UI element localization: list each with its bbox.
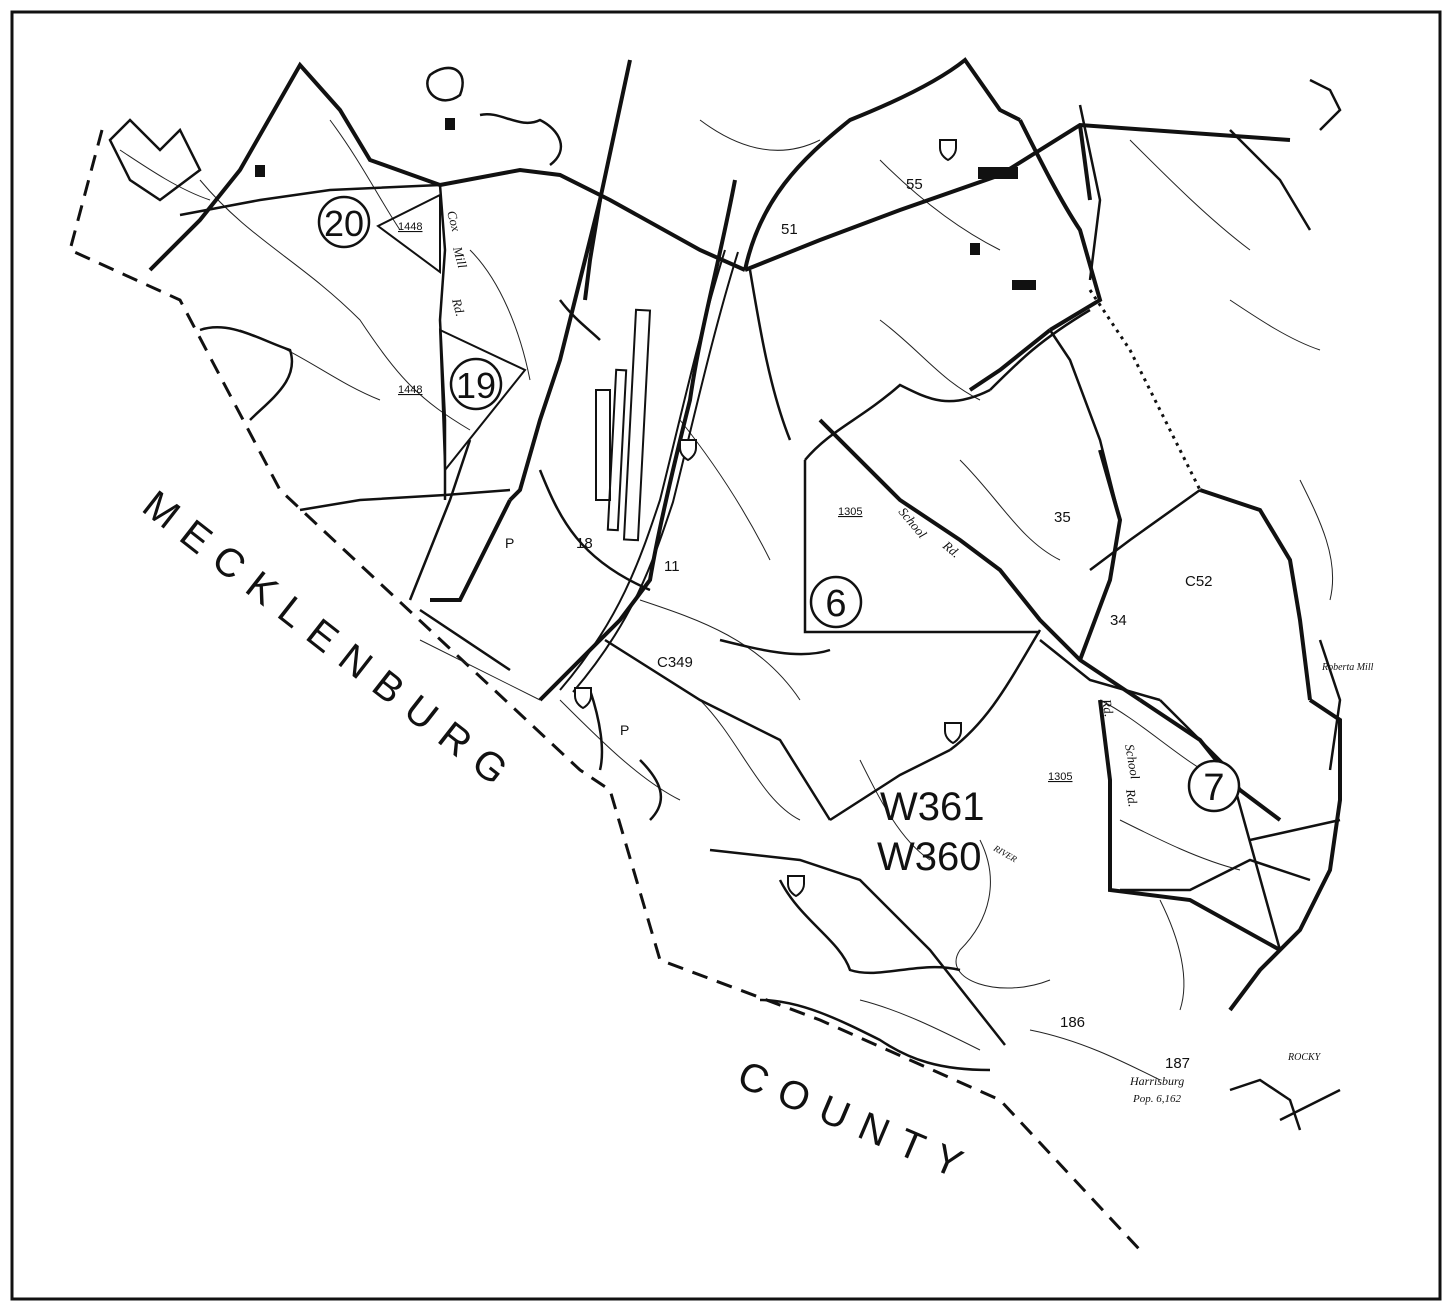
place-rocky: ROCKY xyxy=(1287,1052,1322,1063)
district-numbers: 55 51 35 34 C52 18 11 C349 186 187 xyxy=(576,176,1213,1072)
district-circle-19 xyxy=(449,357,503,411)
district-20-label: 20 xyxy=(324,203,364,244)
district-number: C52 xyxy=(1185,573,1213,590)
minor-roads xyxy=(119,119,1334,1081)
district-number: 51 xyxy=(781,221,798,238)
district-number: 35 xyxy=(1054,509,1071,526)
major-highways xyxy=(148,57,1342,1012)
p-marker: P xyxy=(620,722,629,738)
building-markers xyxy=(255,118,1036,290)
precinct-codes: W361 W360 xyxy=(877,785,985,879)
road-label-rd: Rd. xyxy=(449,296,468,318)
place-names: Roberta Mill Harrisburg Pop. 6,162 ROCKY… xyxy=(991,662,1373,1105)
precinct-code-w360: W360 xyxy=(877,835,982,879)
district-number: 34 xyxy=(1110,612,1127,629)
road-label-rd-4: Rd. xyxy=(1123,787,1141,808)
district-number: 18 xyxy=(576,535,593,552)
route-number-1305b: 1305 xyxy=(1048,771,1072,783)
district-7-label: 7 xyxy=(1203,767,1224,809)
district-19-label: 19 xyxy=(456,365,496,406)
place-harrisburg: Harrisburg xyxy=(1129,1074,1184,1088)
district-circle-20 xyxy=(317,195,371,249)
county-boundary xyxy=(68,129,1142,1252)
district-number: 11 xyxy=(664,558,680,575)
district-6-label: 6 xyxy=(825,583,846,625)
circled-districts: 20 19 6 7 xyxy=(317,195,1241,813)
district-number: 187 xyxy=(1165,1055,1190,1072)
parking-markers: P P xyxy=(505,535,629,738)
p-marker: P xyxy=(505,535,514,551)
map-frame xyxy=(10,10,1442,1301)
interstate-85 xyxy=(559,249,739,693)
district-circle-6 xyxy=(809,575,863,629)
precinct-code-w361: W361 xyxy=(880,785,985,829)
road-label-cox: Cox xyxy=(444,209,464,233)
route-numbers: 1448 1448 1305 1305 xyxy=(398,221,1072,783)
district-number: 186 xyxy=(1060,1014,1085,1031)
road-label-mill: Mill xyxy=(450,244,470,270)
airport-runways xyxy=(595,308,652,542)
district-circle-7 xyxy=(1187,759,1241,813)
district-number: 55 xyxy=(906,176,923,193)
place-harrisburg-pop: Pop. 6,162 xyxy=(1132,1093,1181,1105)
interstate-shields xyxy=(574,139,962,898)
district-number: C349 xyxy=(657,654,693,671)
route-number-1305a: 1305 xyxy=(838,506,862,518)
district-lines xyxy=(376,193,527,473)
road-label-school-2: School xyxy=(1122,743,1143,781)
route-number-1448a: 1448 xyxy=(398,221,422,233)
place-roberta-mill: Roberta Mill xyxy=(1321,662,1374,673)
subdivision-streets xyxy=(108,66,1342,1131)
road-label-rd-3: Rd. xyxy=(1099,697,1117,718)
route-number-1448b: 1448 xyxy=(398,384,422,396)
